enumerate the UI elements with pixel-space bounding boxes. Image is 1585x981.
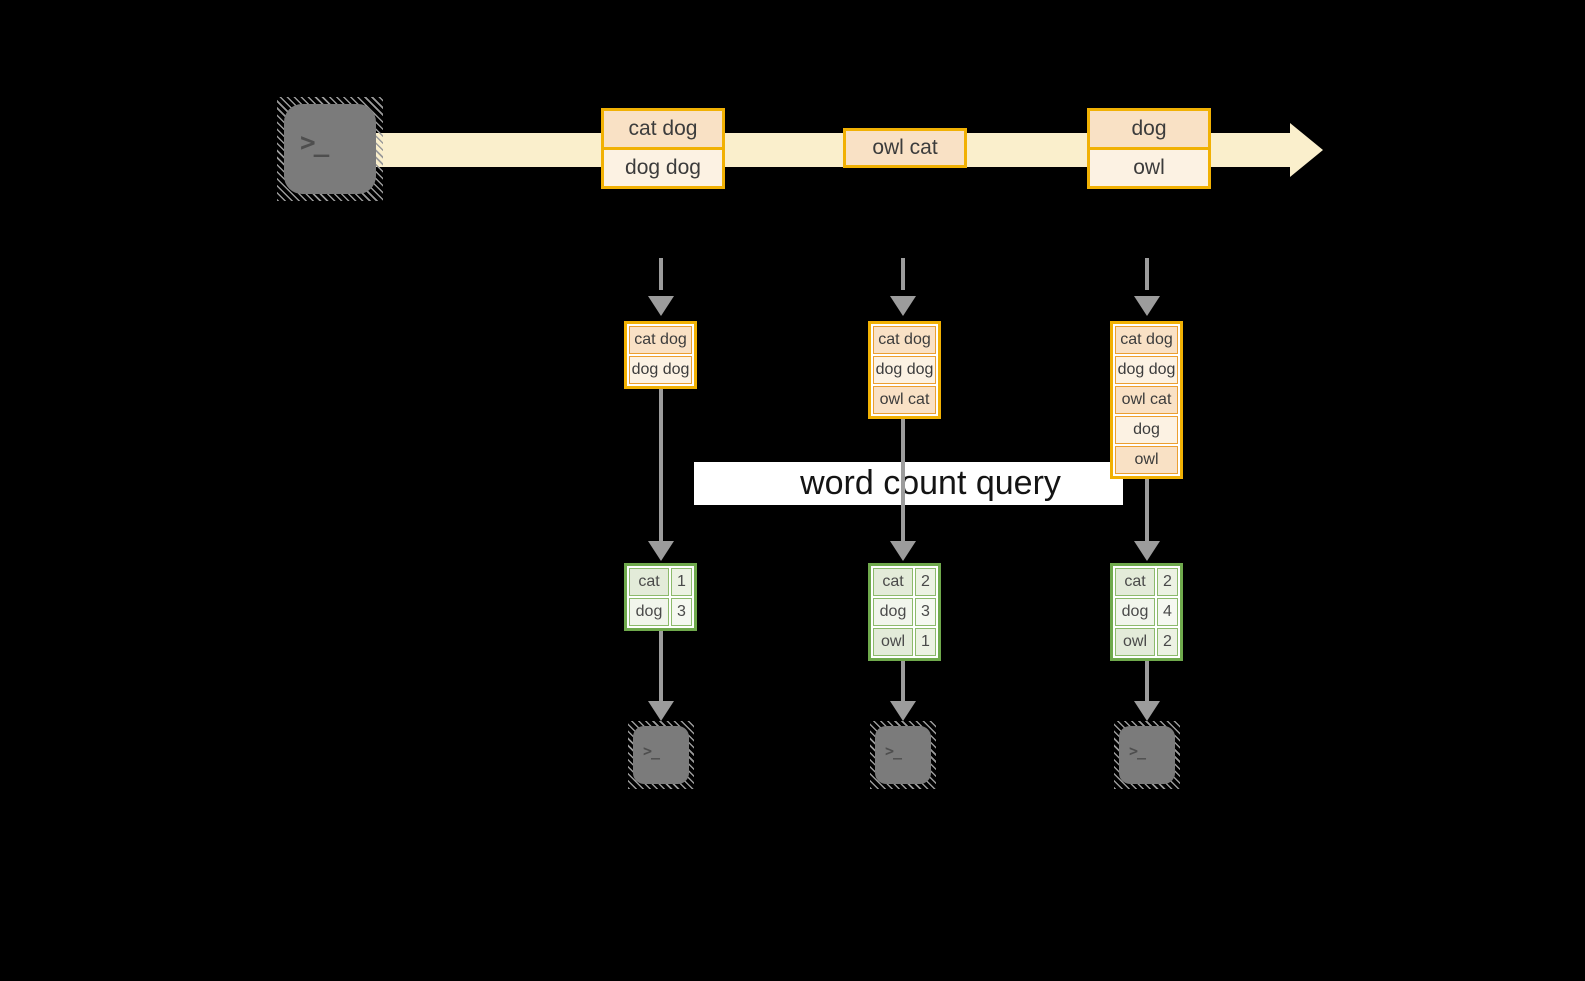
dashed-arrow-line bbox=[1145, 258, 1149, 290]
buffer-row: cat dog bbox=[629, 326, 692, 354]
stream-event-box-1: cat dog dog dog bbox=[601, 108, 725, 189]
arrow-head-icon bbox=[1134, 701, 1160, 721]
arrow-head-icon bbox=[648, 296, 674, 316]
word-cell: owl bbox=[1115, 628, 1155, 656]
word-cell: owl bbox=[873, 628, 913, 656]
stream-event-row: owl bbox=[1090, 147, 1208, 186]
stream-event-row: owl cat bbox=[846, 131, 964, 165]
word-cell: dog bbox=[629, 598, 669, 626]
terminal-prompt-icon: >_ bbox=[300, 128, 329, 158]
dashed-arrow-line bbox=[901, 258, 905, 290]
record-buffer-2: cat dog dog dog owl cat bbox=[868, 321, 941, 419]
stream-event-box-3: dog owl bbox=[1087, 108, 1211, 189]
buffer-row: dog dog bbox=[1115, 356, 1178, 384]
word-count-table-2: cat 2 dog 3 owl 1 bbox=[868, 563, 941, 661]
connector-line bbox=[659, 389, 663, 543]
buffer-row: dog dog bbox=[629, 356, 692, 384]
terminal-prompt-icon: >_ bbox=[885, 742, 902, 760]
connector-line bbox=[1145, 479, 1149, 543]
arrow-head-icon bbox=[890, 541, 916, 561]
stream-arrowhead-icon bbox=[1290, 123, 1323, 177]
buffer-row: owl cat bbox=[873, 386, 936, 414]
count-cell: 1 bbox=[671, 568, 692, 596]
terminal-prompt-icon: >_ bbox=[643, 742, 660, 760]
source-terminal-icon: >_ bbox=[277, 97, 383, 201]
sink-terminal-icon-2: >_ bbox=[870, 721, 936, 789]
count-cell: 3 bbox=[915, 598, 936, 626]
terminal-body: >_ bbox=[1119, 726, 1175, 784]
buffer-row: owl bbox=[1115, 446, 1178, 474]
arrow-head-icon bbox=[890, 701, 916, 721]
count-cell: 1 bbox=[915, 628, 936, 656]
count-cell: 2 bbox=[1157, 628, 1178, 656]
count-cell: 4 bbox=[1157, 598, 1178, 626]
arrow-head-icon bbox=[648, 541, 674, 561]
connector-line bbox=[1145, 661, 1149, 703]
connector-line bbox=[901, 419, 905, 543]
count-cell: 2 bbox=[1157, 568, 1178, 596]
buffer-row: dog dog bbox=[873, 356, 936, 384]
stream-event-row: dog dog bbox=[604, 147, 722, 186]
word-cell: cat bbox=[873, 568, 913, 596]
sink-terminal-icon-1: >_ bbox=[628, 721, 694, 789]
stream-event-row: dog bbox=[1090, 111, 1208, 147]
terminal-body: >_ bbox=[284, 104, 376, 194]
banner-label: word count query bbox=[800, 464, 1061, 502]
arrow-head-icon bbox=[890, 296, 916, 316]
word-count-query-banner: word count query bbox=[694, 462, 1123, 505]
word-cell: dog bbox=[1115, 598, 1155, 626]
terminal-body: >_ bbox=[633, 726, 689, 784]
count-cell: 2 bbox=[915, 568, 936, 596]
stream-event-row: cat dog bbox=[604, 111, 722, 147]
connector-line bbox=[901, 661, 905, 703]
buffer-row: cat dog bbox=[1115, 326, 1178, 354]
arrow-head-icon bbox=[1134, 541, 1160, 561]
sink-terminal-icon-3: >_ bbox=[1114, 721, 1180, 789]
arrow-head-icon bbox=[1134, 296, 1160, 316]
connector-line bbox=[659, 631, 663, 703]
count-cell: 3 bbox=[671, 598, 692, 626]
buffer-row: dog bbox=[1115, 416, 1178, 444]
word-cell: dog bbox=[873, 598, 913, 626]
word-count-table-3: cat 2 dog 4 owl 2 bbox=[1110, 563, 1183, 661]
word-count-table-1: cat 1 dog 3 bbox=[624, 563, 697, 631]
record-buffer-3: cat dog dog dog owl cat dog owl bbox=[1110, 321, 1183, 479]
terminal-prompt-icon: >_ bbox=[1129, 742, 1146, 760]
record-buffer-1: cat dog dog dog bbox=[624, 321, 697, 389]
dashed-arrow-line bbox=[659, 258, 663, 290]
arrow-head-icon bbox=[648, 701, 674, 721]
word-cell: cat bbox=[629, 568, 669, 596]
terminal-body: >_ bbox=[875, 726, 931, 784]
word-cell: cat bbox=[1115, 568, 1155, 596]
buffer-row: cat dog bbox=[873, 326, 936, 354]
stream-event-box-2: owl cat bbox=[843, 128, 967, 168]
buffer-row: owl cat bbox=[1115, 386, 1178, 414]
